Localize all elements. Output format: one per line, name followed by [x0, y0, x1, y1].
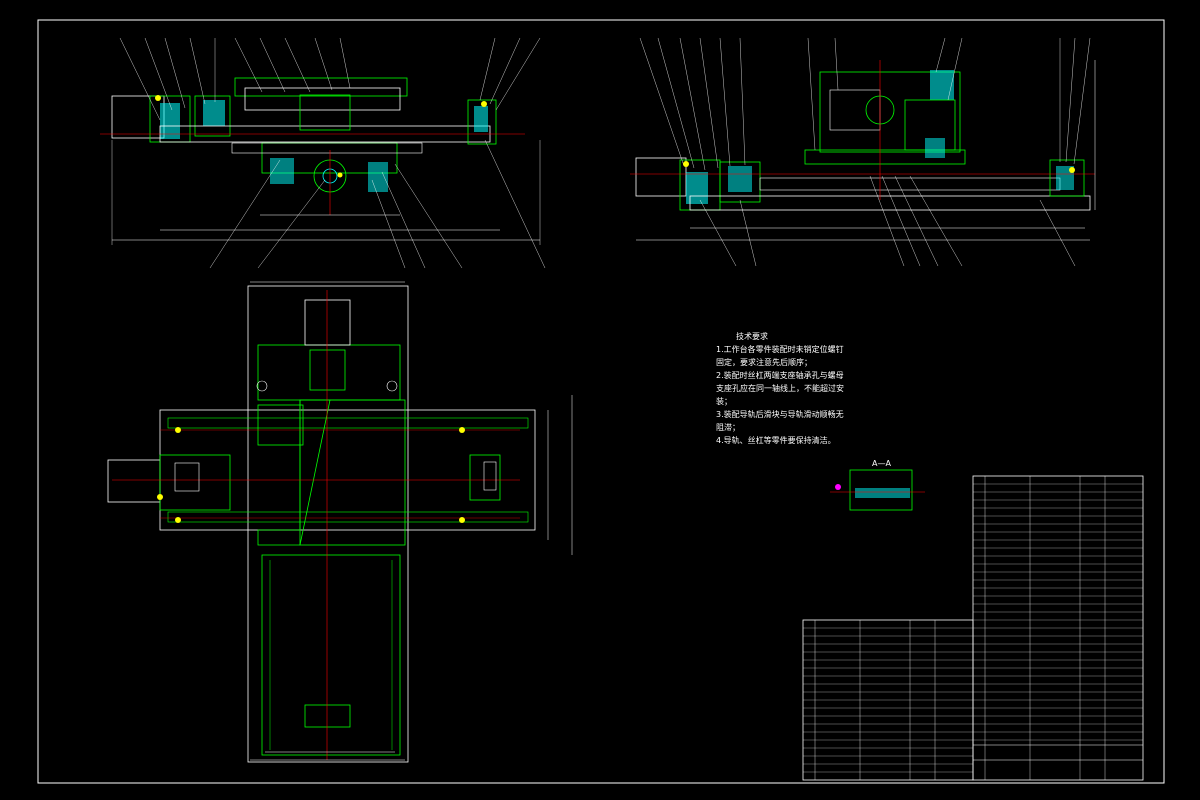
requirement-line: 装；: [716, 397, 732, 406]
requirement-line: 4.导轨、丝杠等零件要保持清洁。: [716, 436, 836, 445]
requirement-line: 固定，要求注意先后顺序；: [716, 358, 812, 367]
requirement-line: 3.装配导轨后滑块与导轨滑动顺畅无: [716, 410, 844, 419]
bom-row-lines: [803, 483, 1143, 773]
outer-border: [37, 19, 1165, 784]
side-view: [630, 37, 1096, 267]
requirement-line: 阻滞；: [716, 423, 740, 432]
front-view: [100, 37, 546, 269]
requirement-line: 支座孔应在同一轴线上，不能超过安: [716, 384, 844, 393]
top-view: [107, 281, 573, 763]
requirement-line: 1.工作台各零件装配时未销定位螺钉: [716, 345, 844, 354]
technical-requirements: 技术要求 1.工作台各零件装配时未销定位螺钉 固定，要求注意先后顺序； 2.装配…: [716, 330, 886, 447]
section-a-a: [830, 469, 925, 511]
technical-requirements-title: 技术要求: [736, 332, 768, 341]
requirement-line: 2.装配时丝杠两端支座轴承孔与螺母: [716, 371, 844, 380]
section-label: A—A: [872, 459, 891, 468]
